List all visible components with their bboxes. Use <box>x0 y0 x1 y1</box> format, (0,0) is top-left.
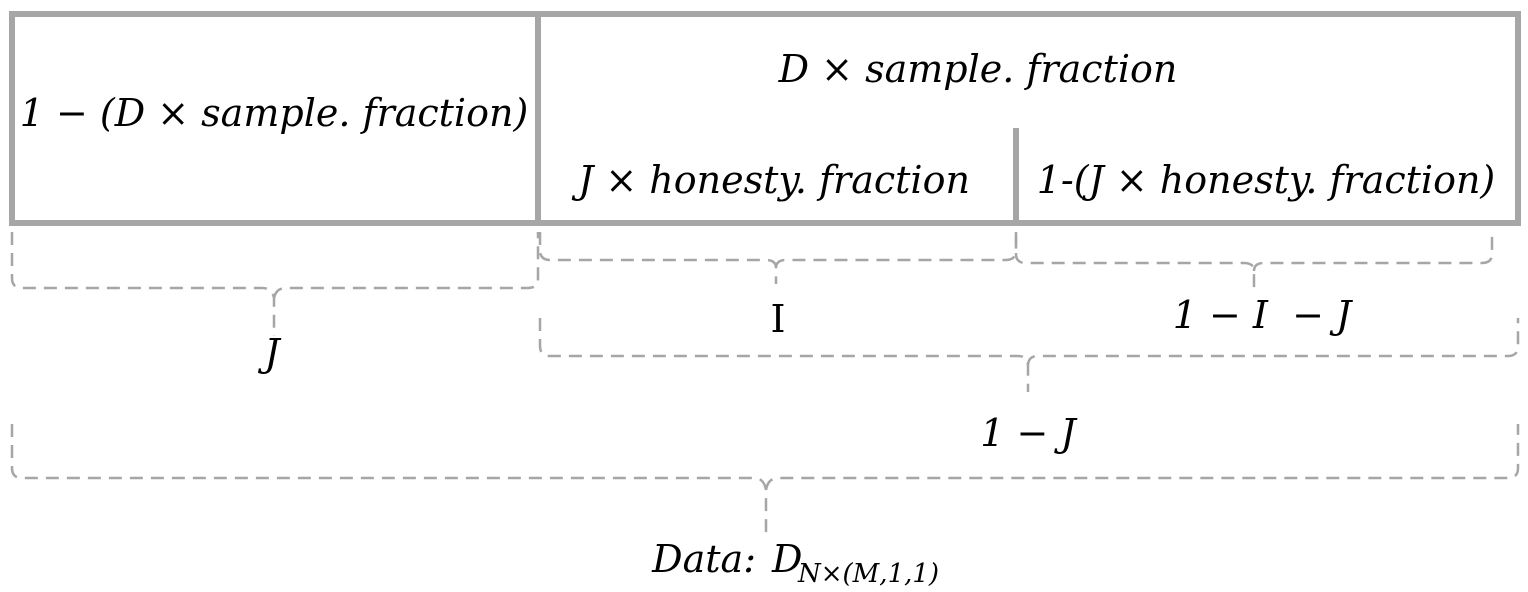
data-symbol: D <box>771 537 802 581</box>
data-subscript: N×(M,1,1) <box>797 559 939 589</box>
data-prefix: Data: <box>651 537 756 581</box>
right-top-cell-label: D × sample. fraction <box>778 47 1178 91</box>
label-one-minus-j: 1 − J <box>980 411 1077 455</box>
left-cell-label: 1 − (D × sample. fraction) <box>20 91 529 135</box>
brace-one-minus-i-minus-j <box>1014 232 1494 290</box>
split-table-frame <box>9 11 1521 226</box>
brace-j <box>10 232 540 336</box>
label-one-minus-i-minus-j: 1 − I − J <box>1173 293 1353 337</box>
brace-i <box>538 232 1018 284</box>
data-label: Data: D N×(M,1,1) <box>651 537 939 589</box>
label-i: I <box>770 297 785 341</box>
brace-one-minus-j <box>538 318 1520 392</box>
brace-data <box>10 424 1520 536</box>
remaining-cell-label: 1-(J × honesty. fraction) <box>1037 158 1496 202</box>
label-j: J <box>257 331 281 375</box>
honesty-cell-label: J × honesty. fraction <box>571 158 970 202</box>
